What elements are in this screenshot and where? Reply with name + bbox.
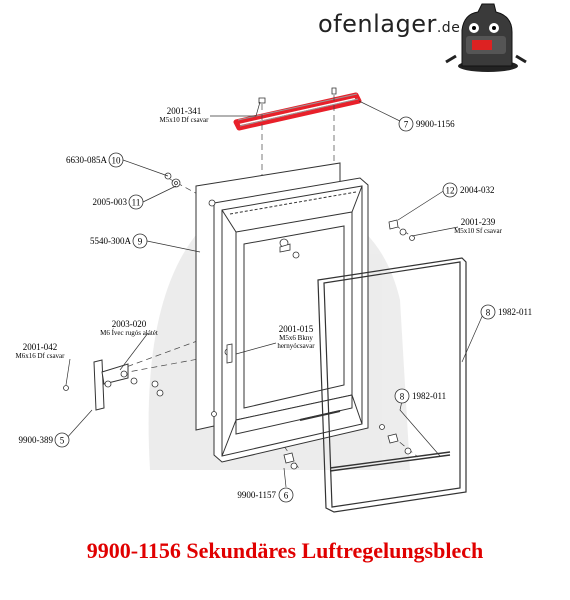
label-2003-020: 2003-020 M6 Ívec rugós alátét bbox=[100, 319, 158, 337]
label-2001-239: 2001-239 M5x10 Sf csavar bbox=[454, 217, 502, 235]
callout-8-upper: 8 1982-011 bbox=[480, 304, 532, 320]
callout-10: 10 6630-085A bbox=[66, 152, 124, 168]
part-description: M6 Ívec rugós alátét bbox=[100, 329, 158, 337]
callout-number: 12 bbox=[446, 186, 455, 196]
callout-5: 5 9900-389 bbox=[19, 432, 70, 448]
brand-logo-text: ofenlager.de bbox=[318, 10, 460, 38]
part-description: hernyócsavar bbox=[277, 342, 315, 350]
part-description: M6x16 Df csavar bbox=[16, 352, 66, 360]
callout-number: 6 bbox=[284, 491, 289, 501]
callout-number: 5 bbox=[60, 436, 65, 446]
callout-number: 7 bbox=[404, 120, 409, 130]
part-code: 5540-300A bbox=[90, 236, 131, 246]
part-code: 2003-020 bbox=[112, 319, 147, 329]
callout-9: 9 5540-300A bbox=[90, 233, 148, 249]
page-caption: 9900-1156 Sekundäres Luftregelungsblech bbox=[86, 538, 484, 563]
label-2001-341: 2001-341 M5x10 Df csavar bbox=[160, 106, 210, 124]
label-2001-015: 2001-015 M5x6 Bkny hernyócsavar bbox=[277, 324, 315, 350]
part-description: M5x6 Bkny bbox=[279, 334, 313, 342]
callout-6: 6 9900-1157 bbox=[237, 487, 294, 503]
part-code: 1982-011 bbox=[498, 307, 532, 317]
callout-11: 11 2005-003 bbox=[93, 194, 144, 210]
part-description: M5x10 Sf csavar bbox=[454, 227, 502, 235]
callout-number: 9 bbox=[138, 237, 143, 247]
door-frame bbox=[213, 177, 369, 463]
leader-lines bbox=[64, 100, 485, 488]
callout-number: 8 bbox=[486, 308, 491, 318]
mascot-stove-logo bbox=[445, 3, 527, 72]
top-screws bbox=[258, 87, 337, 104]
callout-number: 10 bbox=[112, 156, 122, 166]
part-code: 9900-389 bbox=[19, 435, 54, 445]
small-hardware bbox=[63, 172, 415, 470]
part-code: 9900-1157 bbox=[237, 490, 276, 500]
handle-part bbox=[93, 359, 129, 411]
part-code: 2001-015 bbox=[279, 324, 314, 334]
gasket-rod bbox=[329, 451, 451, 472]
brand-name: ofenlager bbox=[318, 10, 437, 38]
callout-number: 11 bbox=[132, 198, 141, 208]
brand-tld: .de bbox=[436, 20, 461, 36]
highlighted-part-9900-1156 bbox=[233, 92, 362, 131]
gasket-frame bbox=[317, 257, 467, 513]
part-code: 6630-085A bbox=[66, 155, 107, 165]
callout-8-lower: 8 1982-011 bbox=[394, 388, 446, 404]
callout-12: 12 2004-032 bbox=[442, 182, 495, 198]
part-code: 2005-003 bbox=[93, 197, 128, 207]
part-code: 2001-239 bbox=[461, 217, 496, 227]
callout-7: 7 9900-1156 bbox=[398, 116, 455, 132]
label-2001-042: 2001-042 M6x16 Df csavar bbox=[16, 342, 66, 360]
part-code: 2001-042 bbox=[23, 342, 58, 352]
part-description: M5x10 Df csavar bbox=[160, 116, 210, 124]
part-code: 2004-032 bbox=[460, 185, 495, 195]
part-code: 9900-1156 bbox=[416, 119, 455, 129]
part-code: 1982-011 bbox=[412, 391, 446, 401]
callout-number: 8 bbox=[400, 392, 405, 402]
part-code: 2001-341 bbox=[167, 106, 202, 116]
